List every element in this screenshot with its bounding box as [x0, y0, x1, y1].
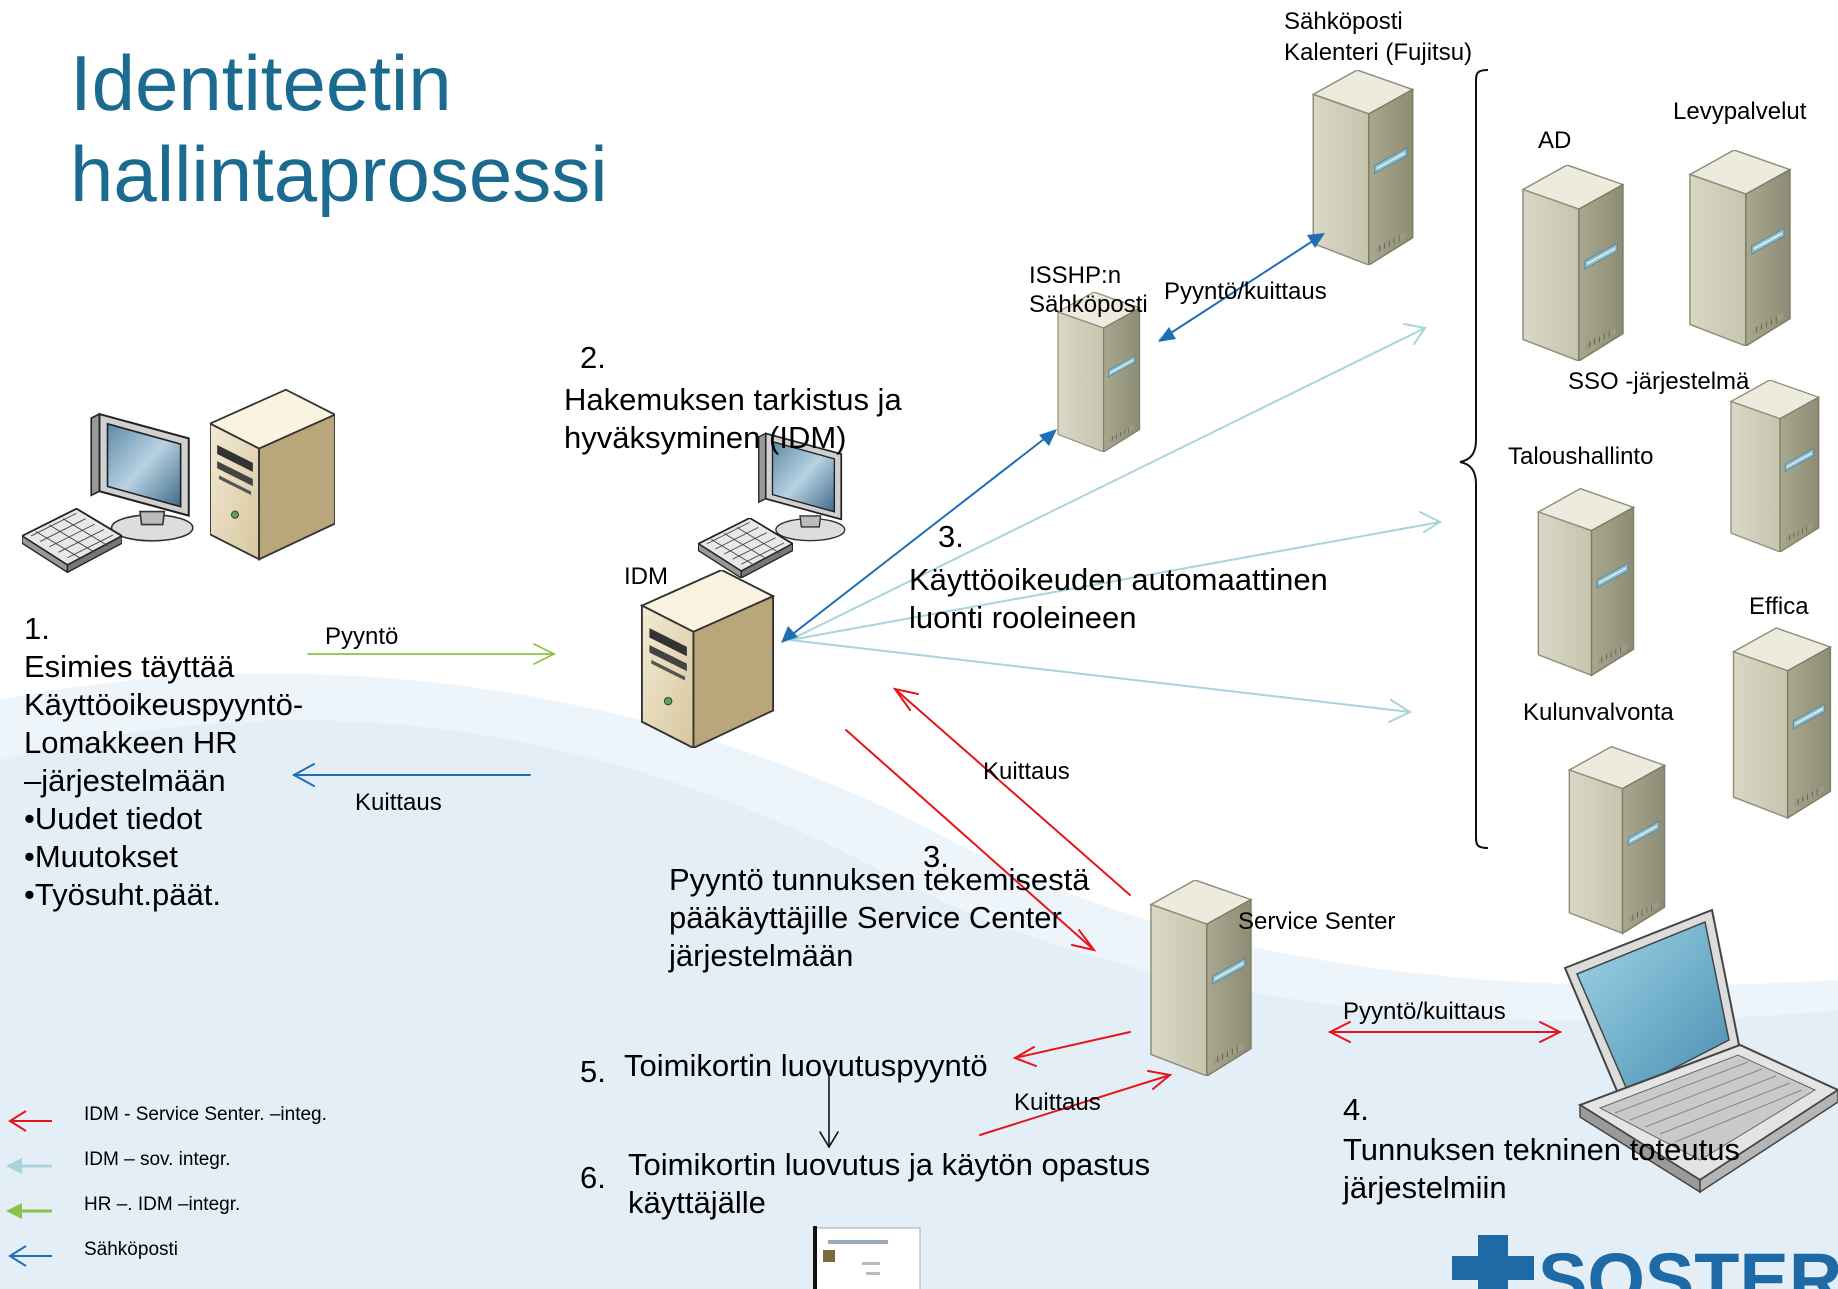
kulunvalvonta-label: Kulunvalvonta — [1523, 699, 1674, 726]
step-2-number: 2. — [580, 340, 606, 375]
legend-item-email: Sähköposti — [84, 1239, 179, 1260]
systems-bracket — [1459, 69, 1489, 849]
sso-server-icon — [1730, 380, 1820, 552]
step-2-text: Hakemuksen tarkistus ja hyväksyminen (ID… — [564, 382, 902, 455]
step-6-text: Toimikortin luovutus ja käytön opastus k… — [628, 1147, 1151, 1220]
page-title: Identiteetin hallintaprosessi — [70, 38, 608, 221]
pyynto-kuittaus-laptop-label: Pyyntö/kuittaus — [1343, 998, 1506, 1025]
card-thumbnail — [813, 1226, 921, 1289]
kuittaus-card-label: Kuittaus — [1014, 1089, 1101, 1116]
step-4-number: 4. — [1343, 1092, 1369, 1127]
email-calendar-label: Sähköposti Kalenteri (Fujitsu) — [1284, 8, 1473, 66]
email-calendar-server-icon — [1312, 70, 1414, 265]
kulunvalvonta-server-icon — [1568, 745, 1666, 935]
taloushallinto-label: Taloushallinto — [1508, 443, 1654, 470]
legend-item-idm-service-senter: IDM - Service Senter. –integ. — [84, 1104, 327, 1125]
title-line-2: hallintaprosessi — [70, 130, 608, 219]
sosteri-logo: SOSTERI — [1452, 1235, 1838, 1289]
step-3b-text: Pyyntö tunnuksen tekemisestä pääkäyttäji… — [669, 862, 1090, 973]
step-3a-number: 3. — [938, 519, 964, 554]
step-1-number: 1. — [24, 611, 50, 646]
ad-label: AD — [1538, 127, 1572, 154]
step-4-text: Tunnuksen tekninen toteutus järjestelmii… — [1343, 1132, 1740, 1205]
sso-label: SSO -järjestelmä — [1568, 368, 1750, 395]
idm-label: IDM — [624, 563, 668, 590]
service-senter-server-icon — [1150, 880, 1252, 1076]
laptop-icon — [1563, 908, 1838, 1194]
step-3a-text: Käyttöoikeuden automaattinen luonti rool… — [909, 562, 1328, 635]
effica-server-icon — [1732, 627, 1832, 819]
pyynto-kuittaus-email-label: Pyyntö/kuittaus — [1164, 278, 1327, 305]
levypalvelut-server-icon — [1689, 150, 1791, 346]
step-5-number: 5. — [580, 1054, 606, 1089]
kuittaus-sc-label: Kuittaus — [983, 758, 1070, 785]
legend-item-hr-idm: HR –. IDM –integr. — [84, 1194, 241, 1215]
step-6-number: 6. — [580, 1160, 606, 1195]
taloushallinto-server-icon — [1537, 487, 1635, 677]
workstation-icon — [22, 388, 335, 573]
isshp-email-label: ISSHP:n Sähköposti — [1029, 262, 1148, 318]
service-senter-label: Service Senter — [1238, 908, 1396, 935]
title-line-1: Identiteetin — [70, 39, 452, 127]
idm-server-icon — [640, 432, 846, 748]
svg-text:SOSTERI: SOSTERI — [1538, 1238, 1838, 1289]
effica-label: Effica — [1749, 593, 1809, 620]
step-1-text: Esimies täyttää Käyttöoikeuspyyntö- Loma… — [24, 649, 304, 912]
ad-server-icon — [1522, 165, 1624, 361]
step-5-text: Toimikortin luovutuspyyntö — [624, 1048, 988, 1083]
kuittaus-hr-label: Kuittaus — [355, 789, 442, 816]
levypalvelut-label: Levypalvelut — [1673, 98, 1807, 125]
legend-item-idm-app: IDM – sov. integr. — [84, 1149, 231, 1170]
background-band — [0, 720, 1838, 1289]
pyynto-label: Pyyntö — [325, 623, 399, 650]
step-3b-number: 3. — [923, 839, 949, 874]
